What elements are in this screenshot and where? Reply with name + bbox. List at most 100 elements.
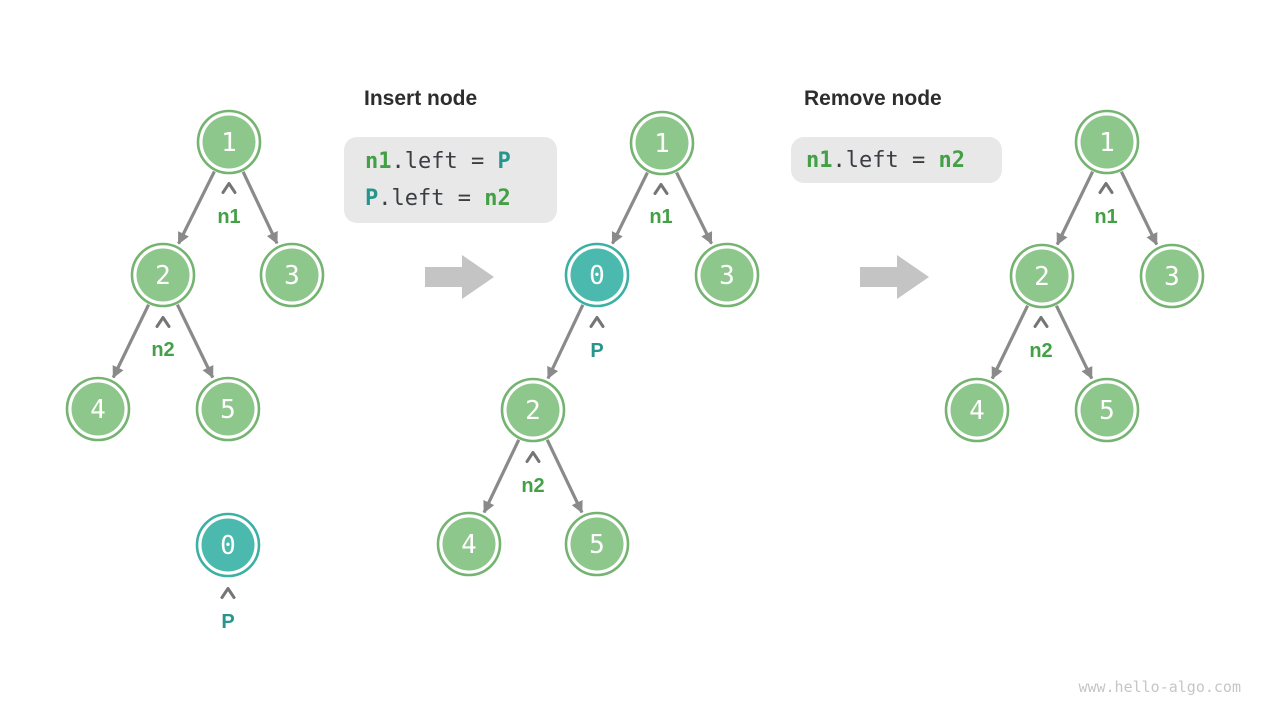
pointer-n2: n2 [521, 451, 545, 497]
node-circle [442, 517, 496, 571]
tree-node-0: 0 [195, 512, 261, 578]
parent-child-edge [611, 171, 649, 245]
pointer-n2: n2 [1029, 316, 1053, 362]
parent-child-edge [1055, 170, 1095, 246]
node-value: 3 [719, 261, 735, 291]
node-circle [1015, 249, 1069, 303]
node-value: 4 [969, 396, 985, 426]
node-value: 0 [589, 261, 605, 291]
pointer-label: n2 [1029, 340, 1052, 362]
node-value: 2 [155, 261, 171, 291]
parent-child-edge [177, 170, 216, 245]
node-value: 3 [284, 261, 300, 291]
code-line: P.left = n2 [365, 180, 557, 217]
code-line: n1.left = n2 [806, 142, 1002, 179]
caret-up-icon [525, 451, 541, 463]
node-value: 1 [1099, 128, 1115, 158]
pointer-n1: n1 [1094, 182, 1118, 228]
node-circle [1080, 115, 1134, 169]
node-value: 0 [220, 531, 236, 561]
parent-child-edge [1119, 170, 1159, 246]
node-value: 5 [220, 395, 236, 425]
node-value: 4 [461, 530, 477, 560]
tree-node-5: 5 [1074, 377, 1140, 443]
caret-up-icon [1098, 182, 1114, 194]
tree-node-2: 2 [130, 242, 196, 308]
parent-child-edge [545, 439, 584, 514]
tree-node-4: 4 [65, 376, 131, 442]
tree-node-1: 1 [196, 109, 262, 175]
node-circle [570, 517, 624, 571]
tree-node-3: 3 [694, 242, 760, 308]
code-token: n2 [484, 186, 511, 211]
node-circle [950, 383, 1004, 437]
tree-before-insert: 1 2 3 4 5 0 n1 n2P [65, 109, 325, 633]
tree-node-1: 1 [629, 110, 695, 176]
caret-up-icon [155, 316, 171, 328]
code-token: .left = [391, 149, 498, 174]
pointer-n2: n2 [151, 316, 175, 361]
parent-child-edge [546, 304, 585, 380]
code-token: n1 [806, 147, 833, 173]
node-circle [71, 382, 125, 436]
caret-up-icon [653, 183, 669, 195]
node-value: 1 [654, 129, 670, 159]
remove-code-box: n1.left = n2 [791, 137, 1002, 183]
node-circle [1080, 383, 1134, 437]
node-circle [265, 248, 319, 302]
pointer-P: P [589, 316, 605, 362]
caret-up-icon [221, 182, 237, 194]
node-circle [201, 382, 255, 436]
tree-after-remove: 1 2 3 4 5 n1 n2 [944, 109, 1205, 443]
node-value: 2 [525, 396, 541, 426]
watermark-text: www.hello-algo.com [1078, 678, 1241, 696]
node-circle [202, 115, 256, 169]
pointer-label: n1 [649, 206, 672, 228]
code-token: .left = [832, 147, 939, 173]
tree-node-5: 5 [195, 376, 261, 442]
pointer-label: P [221, 611, 234, 633]
pointer-P: P [220, 587, 236, 633]
node-circle [570, 248, 624, 302]
node-circle [506, 383, 560, 437]
code-token: P [497, 149, 511, 174]
caret-up-icon [1033, 316, 1049, 328]
code-token: .left = [378, 186, 485, 211]
tree-node-1: 1 [1074, 109, 1140, 175]
tree-node-3: 3 [259, 242, 325, 308]
pointer-label: n2 [521, 475, 544, 497]
code-token: P [365, 186, 379, 211]
tree-node-5: 5 [564, 511, 630, 577]
code-token: n1 [365, 149, 392, 174]
parent-child-edge [175, 303, 215, 379]
tree-node-4: 4 [436, 511, 502, 577]
parent-child-edge [675, 171, 713, 245]
node-value: 4 [90, 395, 106, 425]
node-circle [1145, 249, 1199, 303]
pointer-n1: n1 [217, 182, 241, 228]
parent-child-edge [482, 439, 521, 514]
transition-arrow-icon [425, 255, 494, 299]
insert-node-title: Insert node [364, 87, 478, 110]
transition-arrow-icon [860, 255, 929, 299]
node-value: 2 [1034, 262, 1050, 292]
tree-node-0: 0 [564, 242, 630, 308]
node-circle [201, 518, 255, 572]
node-circle [136, 248, 190, 302]
pointer-label: n2 [151, 339, 174, 361]
pointer-label: n1 [217, 206, 240, 228]
node-value: 1 [221, 128, 237, 158]
node-value: 5 [1099, 396, 1115, 426]
tree-node-4: 4 [944, 377, 1010, 443]
tree-node-2: 2 [1009, 243, 1075, 309]
parent-child-edge [990, 304, 1030, 380]
node-value: 3 [1164, 262, 1180, 292]
pointer-label: n1 [1094, 206, 1117, 228]
pointer-label: P [590, 340, 603, 362]
parent-child-edge [1054, 304, 1094, 380]
node-circle [635, 116, 689, 170]
caret-up-icon [220, 587, 236, 599]
